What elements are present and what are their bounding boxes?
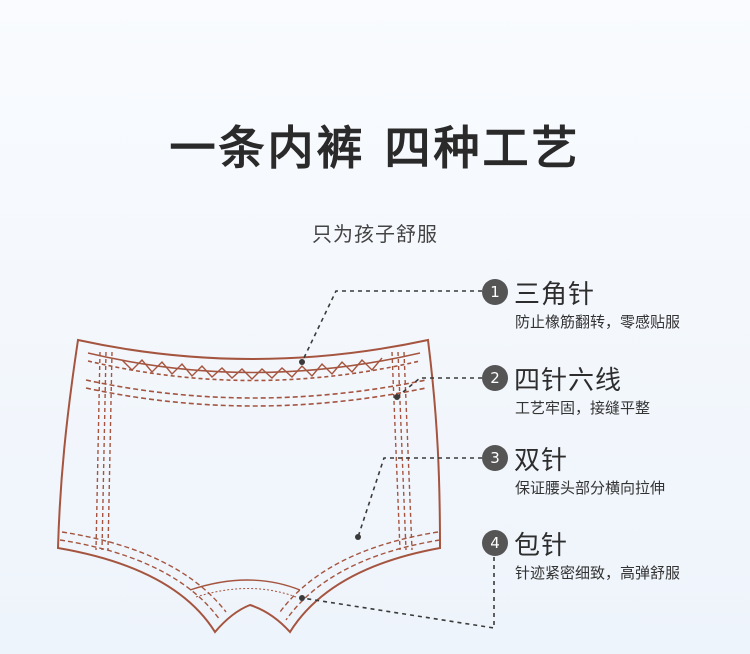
callout-title-1: 三角针 [514,279,596,310]
callout-title-4: 包针 [514,530,569,561]
leader-endpoints [299,359,400,601]
callout-2: 2 四针六线 工艺牢固，接缝平整 [482,361,650,418]
callout-title-3: 双针 [514,445,569,476]
side-seam-stitching [95,351,413,551]
callout-desc-1: 防止橡筋翻转，零感贴服 [515,313,681,331]
callout-desc-3: 保证腰头部分横向拉伸 [515,479,666,497]
callout-desc-4: 针迹紧密细致，高弹舒服 [515,564,681,582]
page-subtitle: 只为孩子舒服 [312,222,438,246]
leader-lines [301,290,495,629]
underwear-outline [56,338,442,634]
number-badge-1: 1 [482,279,508,305]
callout-1: 1 三角针 防止橡筋翻转，零感贴服 [482,275,680,332]
callout-title-2: 四针六线 [514,365,623,396]
number-badge-3: 3 [482,445,508,471]
callout-3: 3 双针 保证腰头部分横向拉伸 [482,441,665,498]
callout-desc-2: 工艺牢固，接缝平整 [515,399,651,417]
leg-opening-stitching [59,531,441,621]
page-title: 一条内裤 四种工艺 [169,121,581,175]
waistband-stitching [85,352,427,407]
number-badge-2: 2 [482,365,508,391]
callout-4: 4 包针 针迹紧密细致，高弹舒服 [482,526,680,583]
number-badge-4: 4 [482,530,508,556]
